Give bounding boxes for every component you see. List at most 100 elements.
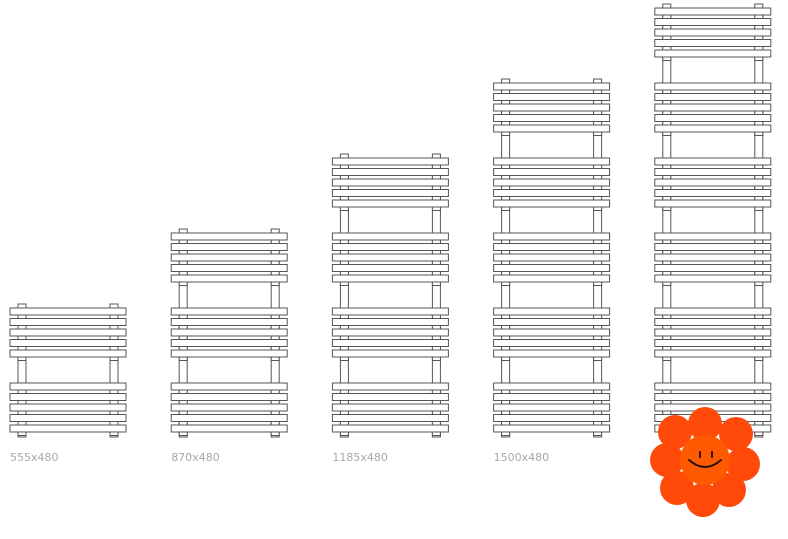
radiator-post-segment bbox=[662, 281, 672, 286]
radiator-post-segment bbox=[431, 389, 441, 394]
radiator-post-segment bbox=[178, 431, 188, 436]
radiator-post-segment bbox=[754, 271, 764, 276]
radiator-post-segment bbox=[662, 335, 672, 340]
radiator-post-segment bbox=[754, 389, 764, 394]
radiator-bar bbox=[493, 307, 611, 316]
radiator-post-segment bbox=[593, 389, 603, 394]
radiator-post-segment bbox=[754, 164, 764, 169]
radiator-post-segment bbox=[662, 271, 672, 276]
radiator-post-segment bbox=[501, 271, 511, 276]
radiator-bar bbox=[654, 189, 772, 197]
radiator-bar bbox=[331, 264, 449, 272]
radiator-post-segment bbox=[339, 314, 349, 319]
radiator-bar bbox=[654, 49, 772, 58]
radiator-post-segment bbox=[17, 356, 27, 361]
radiator-post bbox=[754, 3, 764, 438]
radiator-post-segment bbox=[754, 110, 764, 115]
radiator-post-segment bbox=[754, 314, 764, 319]
radiator-bar bbox=[9, 393, 127, 401]
radiator-post-segment bbox=[501, 281, 511, 286]
radiator-post-segment bbox=[662, 100, 672, 105]
radiator-post-segment bbox=[501, 314, 511, 319]
size-label: 870x480 bbox=[171, 451, 220, 464]
radiator-post-segment bbox=[754, 46, 764, 51]
radiator-bar bbox=[331, 243, 449, 251]
radiator-post-segment bbox=[339, 356, 349, 361]
radiator-post-segment bbox=[178, 410, 188, 415]
radiator-post-segment bbox=[754, 335, 764, 340]
radiator-post-segment bbox=[501, 206, 511, 211]
radiator-bar bbox=[654, 114, 772, 122]
radiator-post-segment bbox=[109, 314, 119, 319]
radiator-post-segment bbox=[501, 110, 511, 115]
radiator-bar bbox=[654, 264, 772, 272]
radiator-post-segment bbox=[431, 206, 441, 211]
radiator-bar bbox=[493, 382, 611, 391]
radiator-post-segment bbox=[593, 421, 603, 426]
radiator-post-segment bbox=[501, 325, 511, 330]
radiator-bar bbox=[170, 339, 288, 347]
radiator-bar bbox=[493, 414, 611, 422]
radiator-post-segment bbox=[593, 164, 603, 169]
radiator-post-segment bbox=[339, 335, 349, 340]
radiator-2 bbox=[170, 228, 288, 438]
radiator-post-segment bbox=[17, 314, 27, 319]
radiator-post-segment bbox=[431, 410, 441, 415]
radiator-post-segment bbox=[431, 421, 441, 426]
radiator-post-segment bbox=[270, 346, 280, 351]
radiator-bar bbox=[493, 157, 611, 166]
radiator-post-segment bbox=[593, 175, 603, 180]
radiator-post-segment bbox=[270, 421, 280, 426]
radiator-post-segment bbox=[754, 281, 764, 286]
radiator-post-segment bbox=[339, 175, 349, 180]
radiator-post-segment bbox=[662, 314, 672, 319]
radiator-post-segment bbox=[178, 421, 188, 426]
radiator-post-segment bbox=[662, 389, 672, 394]
radiator-bar bbox=[331, 382, 449, 391]
radiator-post-segment bbox=[501, 175, 511, 180]
radiator-bar bbox=[170, 264, 288, 272]
radiator-post-segment bbox=[754, 89, 764, 94]
radiator-post-segment bbox=[501, 196, 511, 201]
radiator-post-segment bbox=[662, 110, 672, 115]
radiator-post-segment bbox=[501, 239, 511, 244]
radiator-bar bbox=[331, 403, 449, 412]
smiley-flower-icon[interactable] bbox=[645, 402, 765, 520]
radiator-post-segment bbox=[17, 410, 27, 415]
radiator-post-segment bbox=[754, 14, 764, 19]
radiator-1 bbox=[9, 303, 127, 438]
radiator-post-segment bbox=[178, 271, 188, 276]
radiator-bar bbox=[331, 414, 449, 422]
radiator-post-segment bbox=[593, 239, 603, 244]
radiator-bar bbox=[493, 328, 611, 337]
radiator-post-segment bbox=[501, 410, 511, 415]
radiator-post-segment bbox=[501, 131, 511, 136]
radiator-post-segment bbox=[593, 250, 603, 255]
radiator-post-segment bbox=[178, 389, 188, 394]
radiator-bar bbox=[331, 307, 449, 316]
radiator-post-segment bbox=[501, 250, 511, 255]
radiator-post-segment bbox=[109, 431, 119, 436]
radiator-post-segment bbox=[662, 196, 672, 201]
radiator-bar bbox=[654, 124, 772, 133]
radiator-post-segment bbox=[593, 100, 603, 105]
radiator-post-segment bbox=[109, 356, 119, 361]
radiator-post-segment bbox=[501, 400, 511, 405]
radiator-post-segment bbox=[339, 164, 349, 169]
radiator-post-segment bbox=[17, 400, 27, 405]
radiator-post-segment bbox=[754, 250, 764, 255]
radiator-bar bbox=[9, 339, 127, 347]
radiator-post-segment bbox=[270, 335, 280, 340]
radiator-post-segment bbox=[339, 325, 349, 330]
radiator-post-segment bbox=[662, 175, 672, 180]
radiator-bar bbox=[654, 82, 772, 91]
radiator-post-segment bbox=[754, 121, 764, 126]
radiator-post-segment bbox=[593, 260, 603, 265]
radiator-bar bbox=[493, 189, 611, 197]
radiator-bar bbox=[9, 328, 127, 337]
radiator-bar bbox=[170, 393, 288, 401]
radiator-bar bbox=[331, 274, 449, 283]
radiator-post-segment bbox=[501, 260, 511, 265]
radiator-post-segment bbox=[431, 335, 441, 340]
radiator-post-segment bbox=[431, 196, 441, 201]
